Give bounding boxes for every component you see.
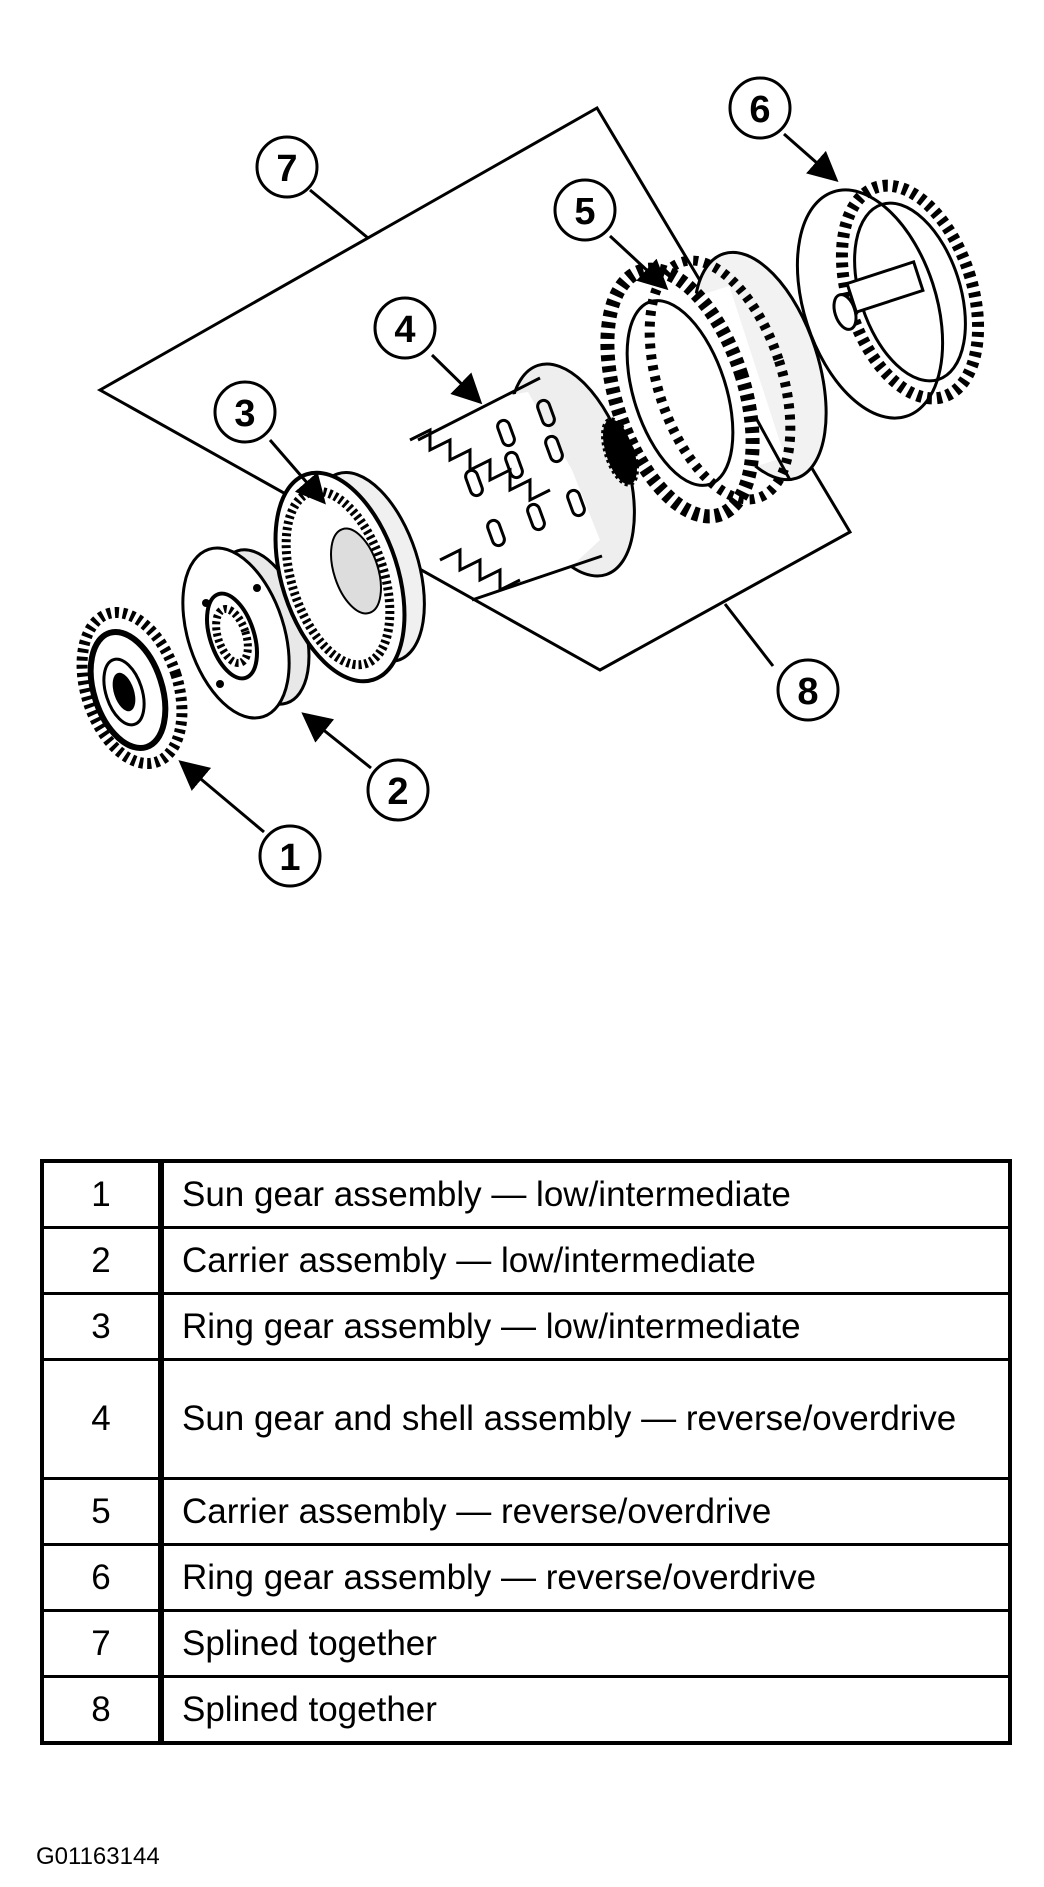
legend-number: 6	[40, 1543, 164, 1612]
callout-4-label: 4	[394, 309, 415, 351]
legend-description: Sun gear and shell assembly — reverse/ov…	[159, 1358, 1012, 1480]
legend-number: 7	[40, 1609, 164, 1678]
table-row: 3 Ring gear assembly — low/intermediate	[40, 1292, 1012, 1361]
legend-description: Ring gear assembly — low/intermediate	[159, 1292, 1012, 1361]
splined-together-bracket	[96, 105, 853, 672]
table-row: 7 Splined together	[40, 1609, 1012, 1678]
legend-number: 5	[40, 1477, 164, 1546]
callout-8-label: 8	[797, 671, 818, 713]
table-row: 4 Sun gear and shell assembly — reverse/…	[40, 1358, 1012, 1480]
legend-number: 8	[40, 1675, 164, 1745]
legend-number: 1	[40, 1159, 164, 1229]
leader-line-7	[309, 188, 369, 240]
arrow-2	[301, 712, 372, 770]
table-row: 6 Ring gear assembly — reverse/overdrive	[40, 1543, 1012, 1612]
legend-description: Splined together	[159, 1609, 1012, 1678]
legend-description: Splined together	[159, 1675, 1012, 1745]
callout-5-label: 5	[574, 191, 595, 233]
table-row: 8 Splined together	[40, 1675, 1012, 1745]
exploded-gearset-diagram: 1 2 3 4 5 6 7 8	[76, 76, 985, 888]
sun-gear-shell-reverse-overdrive-illustration	[409, 362, 639, 602]
callout-1-label: 1	[279, 837, 300, 879]
figure-id: G01163144	[36, 1843, 160, 1870]
carrier-reverse-overdrive-illustration	[600, 250, 828, 524]
legend-description: Ring gear assembly — reverse/overdrive	[159, 1543, 1012, 1612]
legend-number: 2	[40, 1226, 164, 1295]
callout-3: 3	[213, 380, 277, 444]
ring-gear-low-intermediate-illustration	[273, 470, 426, 684]
legend-description: Sun gear assembly — low/intermediate	[159, 1159, 1012, 1229]
table-row: 2 Carrier assembly — low/intermediate	[40, 1226, 1012, 1295]
legend-number: 3	[40, 1292, 164, 1361]
callout-6-label: 6	[749, 89, 770, 131]
table-row: 5 Carrier assembly — reverse/overdrive	[40, 1477, 1012, 1546]
callout-7-label: 7	[276, 148, 297, 190]
ring-gear-reverse-overdrive-illustration	[795, 179, 985, 420]
parts-legend-table: 1 Sun gear assembly — low/intermediate 2…	[40, 1159, 1012, 1745]
arrow-5	[608, 234, 669, 291]
arrow-4	[430, 353, 483, 405]
leader-line-8	[723, 603, 775, 667]
legend-number: 4	[40, 1358, 164, 1480]
callout-6: 6	[728, 76, 792, 140]
callout-4: 4	[373, 296, 437, 360]
callout-5: 5	[553, 178, 617, 242]
legend-description: Carrier assembly — low/intermediate	[159, 1226, 1012, 1295]
callout-2-label: 2	[387, 771, 408, 813]
legend-description: Carrier assembly — reverse/overdrive	[159, 1477, 1012, 1546]
callout-3-label: 3	[234, 393, 255, 435]
carrier-low-intermediate-illustration	[181, 546, 311, 720]
arrow-3	[268, 439, 326, 505]
callout-1: 1	[258, 824, 322, 888]
callout-8: 8	[776, 658, 840, 722]
sun-gear-low-intermediate-illustration	[76, 606, 188, 770]
callout-7: 7	[255, 135, 319, 199]
arrow-6	[783, 132, 839, 182]
callout-2: 2	[366, 758, 430, 822]
arrow-1	[178, 760, 265, 834]
table-row: 1 Sun gear assembly — low/intermediate	[40, 1159, 1012, 1229]
